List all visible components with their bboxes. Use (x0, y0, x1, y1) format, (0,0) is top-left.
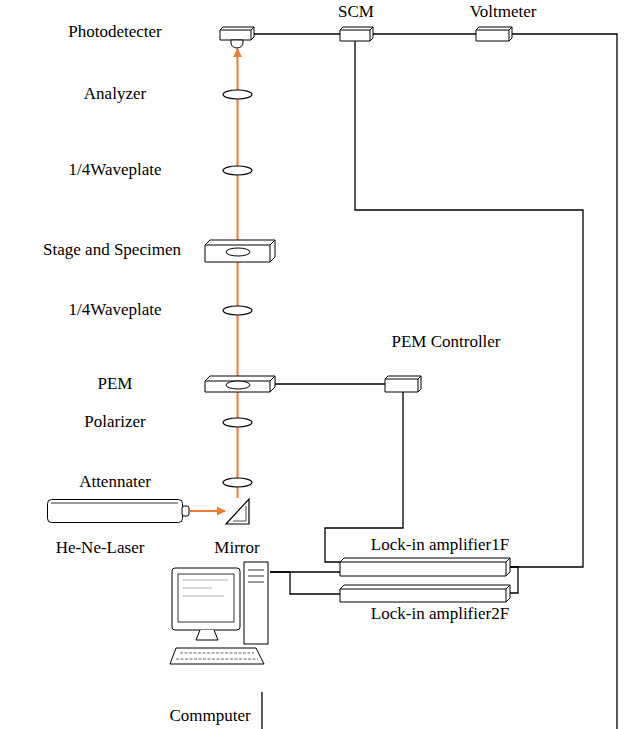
optical-element-outline (222, 477, 253, 488)
optical-element: Polarizer (222, 417, 253, 428)
component-label: Commputer (169, 706, 250, 726)
signal-wire (355, 41, 583, 567)
component-label: Lock-in amplifier1F (371, 535, 509, 555)
optical-element-outline (222, 165, 253, 176)
photodetector-outline (220, 27, 254, 49)
component-label: PEM (98, 374, 133, 394)
laser-source: He-Ne-Laser (47, 499, 190, 523)
control-wire (275, 383, 385, 384)
component-label: Analyzer (84, 84, 146, 104)
photodetector: Photodetecter (220, 27, 254, 49)
stage-box-outline (205, 376, 275, 392)
stage-box-outline (205, 240, 275, 262)
stage-box: Stage and Specimen (205, 240, 275, 262)
lock-in-amplifier-outline (340, 585, 510, 602)
stage-box: PEM (205, 376, 275, 392)
instrument-box: PEM Controller (385, 376, 421, 392)
optical-element: Attennater (222, 477, 253, 488)
instrument-box-outline (385, 376, 421, 392)
laser-beam (190, 510, 225, 512)
component-label: Lock-in amplifier2F (371, 604, 509, 624)
component-label: SCM (338, 2, 374, 22)
optical-element-outline (222, 305, 253, 316)
reference-wire (510, 567, 518, 593)
mirror-prism: Mirror (225, 498, 250, 525)
component-label: Polarizer (84, 412, 145, 432)
component-label: PEM Controller (391, 332, 500, 352)
computer-cable (261, 692, 262, 729)
instrument-box-outline (476, 27, 512, 41)
signal-wire (373, 33, 476, 34)
component-label: Stage and Specimen (43, 240, 181, 260)
component-label: Photodetecter (68, 22, 161, 42)
mirror-prism-outline (225, 498, 250, 525)
laser-source-outline (47, 499, 190, 523)
component-label: Voltmeter (470, 2, 537, 22)
component-label: Mirror (214, 538, 259, 558)
optical-element: 1/4Waveplate (222, 165, 253, 176)
optical-element-outline (222, 417, 253, 428)
computer-icon: Commputer (168, 560, 270, 668)
component-label: Attennater (79, 472, 151, 492)
voltmeter-output-wire (512, 34, 617, 729)
instrument-box-outline (340, 27, 373, 41)
component-label: 1/4Waveplate (68, 300, 161, 320)
component-label: 1/4Waveplate (68, 160, 161, 180)
optical-element-outline (222, 89, 253, 100)
signal-wire (254, 33, 340, 34)
optical-element: Analyzer (222, 89, 253, 100)
instrument-box: SCM (340, 27, 373, 41)
component-label: He-Ne-Laser (56, 538, 145, 558)
laser-beam (237, 49, 239, 498)
lock-in-amplifier: Lock-in amplifier2F (340, 585, 510, 602)
lock-in-amplifier: Lock-in amplifier1F (340, 558, 510, 576)
computer-icon-outline (168, 560, 270, 668)
lock-in-amplifier-outline (340, 558, 510, 576)
instrument-box: Voltmeter (476, 27, 512, 41)
optical-element: 1/4Waveplate (222, 305, 253, 316)
data-cable (270, 572, 340, 594)
